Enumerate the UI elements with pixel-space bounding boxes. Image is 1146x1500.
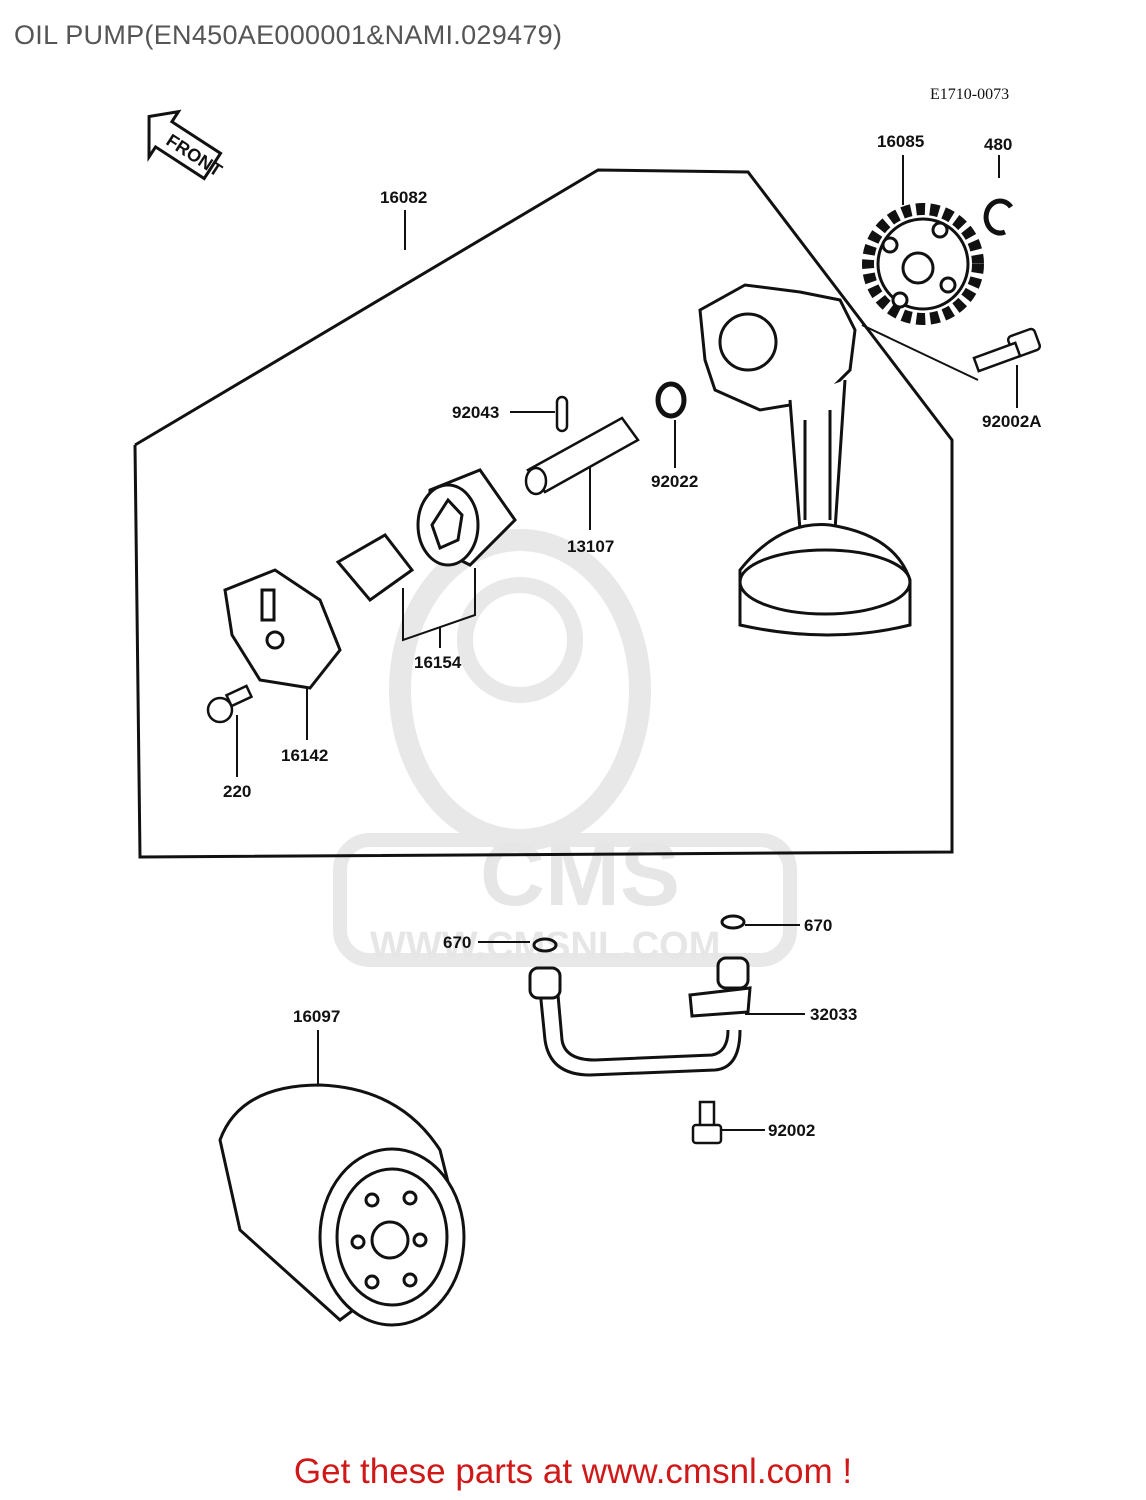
label-16142: 16142 [281, 746, 329, 765]
label-670-right: 670 [804, 916, 833, 935]
o-ring-670-right [720, 914, 746, 930]
assembly-outline [133, 168, 954, 859]
drive-gear-16085 [862, 203, 984, 325]
oil-pipe-32033 [528, 956, 752, 1077]
o-ring-670-left [532, 937, 558, 953]
bolt-92002 [691, 1100, 723, 1145]
watermark-url: WWW.CMSNL.COM [370, 925, 720, 967]
o-ring-92022 [655, 381, 687, 419]
label-16154: 16154 [414, 653, 462, 672]
label-92043: 92043 [452, 403, 500, 422]
bolt-92002A [972, 327, 1042, 373]
outer-rotor-16154 [416, 468, 517, 567]
watermark-brand: CMS [480, 825, 680, 925]
label-16097: 16097 [293, 1007, 341, 1026]
label-480: 480 [984, 135, 1013, 154]
cms-watermark: CMS WWW.CMSNL.COM [333, 529, 797, 967]
label-16085: 16085 [877, 132, 925, 151]
label-32033: 32033 [810, 1005, 858, 1024]
label-92002A: 92002A [982, 412, 1042, 431]
label-92022: 92022 [651, 472, 699, 491]
circlip-480 [983, 198, 1014, 236]
diagram-code: E1710-0073 [930, 86, 1010, 103]
label-670-left: 670 [443, 933, 472, 952]
screw-220 [206, 684, 254, 724]
label-13107: 13107 [567, 537, 615, 556]
label-92002: 92002 [768, 1121, 816, 1140]
oil-filter-16097 [218, 1083, 466, 1327]
pump-body [698, 283, 912, 637]
pump-cover-16142 [223, 568, 342, 690]
label-16082: 16082 [380, 188, 428, 207]
shaft-13107 [524, 416, 640, 496]
inner-rotor-16154 [335, 533, 415, 603]
front-arrow-icon: FRONT [147, 109, 226, 181]
footer-cta-link[interactable]: Get these parts at www.cmsnl.com ! [293, 1452, 853, 1491]
page-title: OIL PUMP(EN450AE000001&NAMI.029479) [14, 20, 563, 50]
label-220: 220 [223, 782, 252, 801]
pin-92043 [555, 395, 569, 433]
